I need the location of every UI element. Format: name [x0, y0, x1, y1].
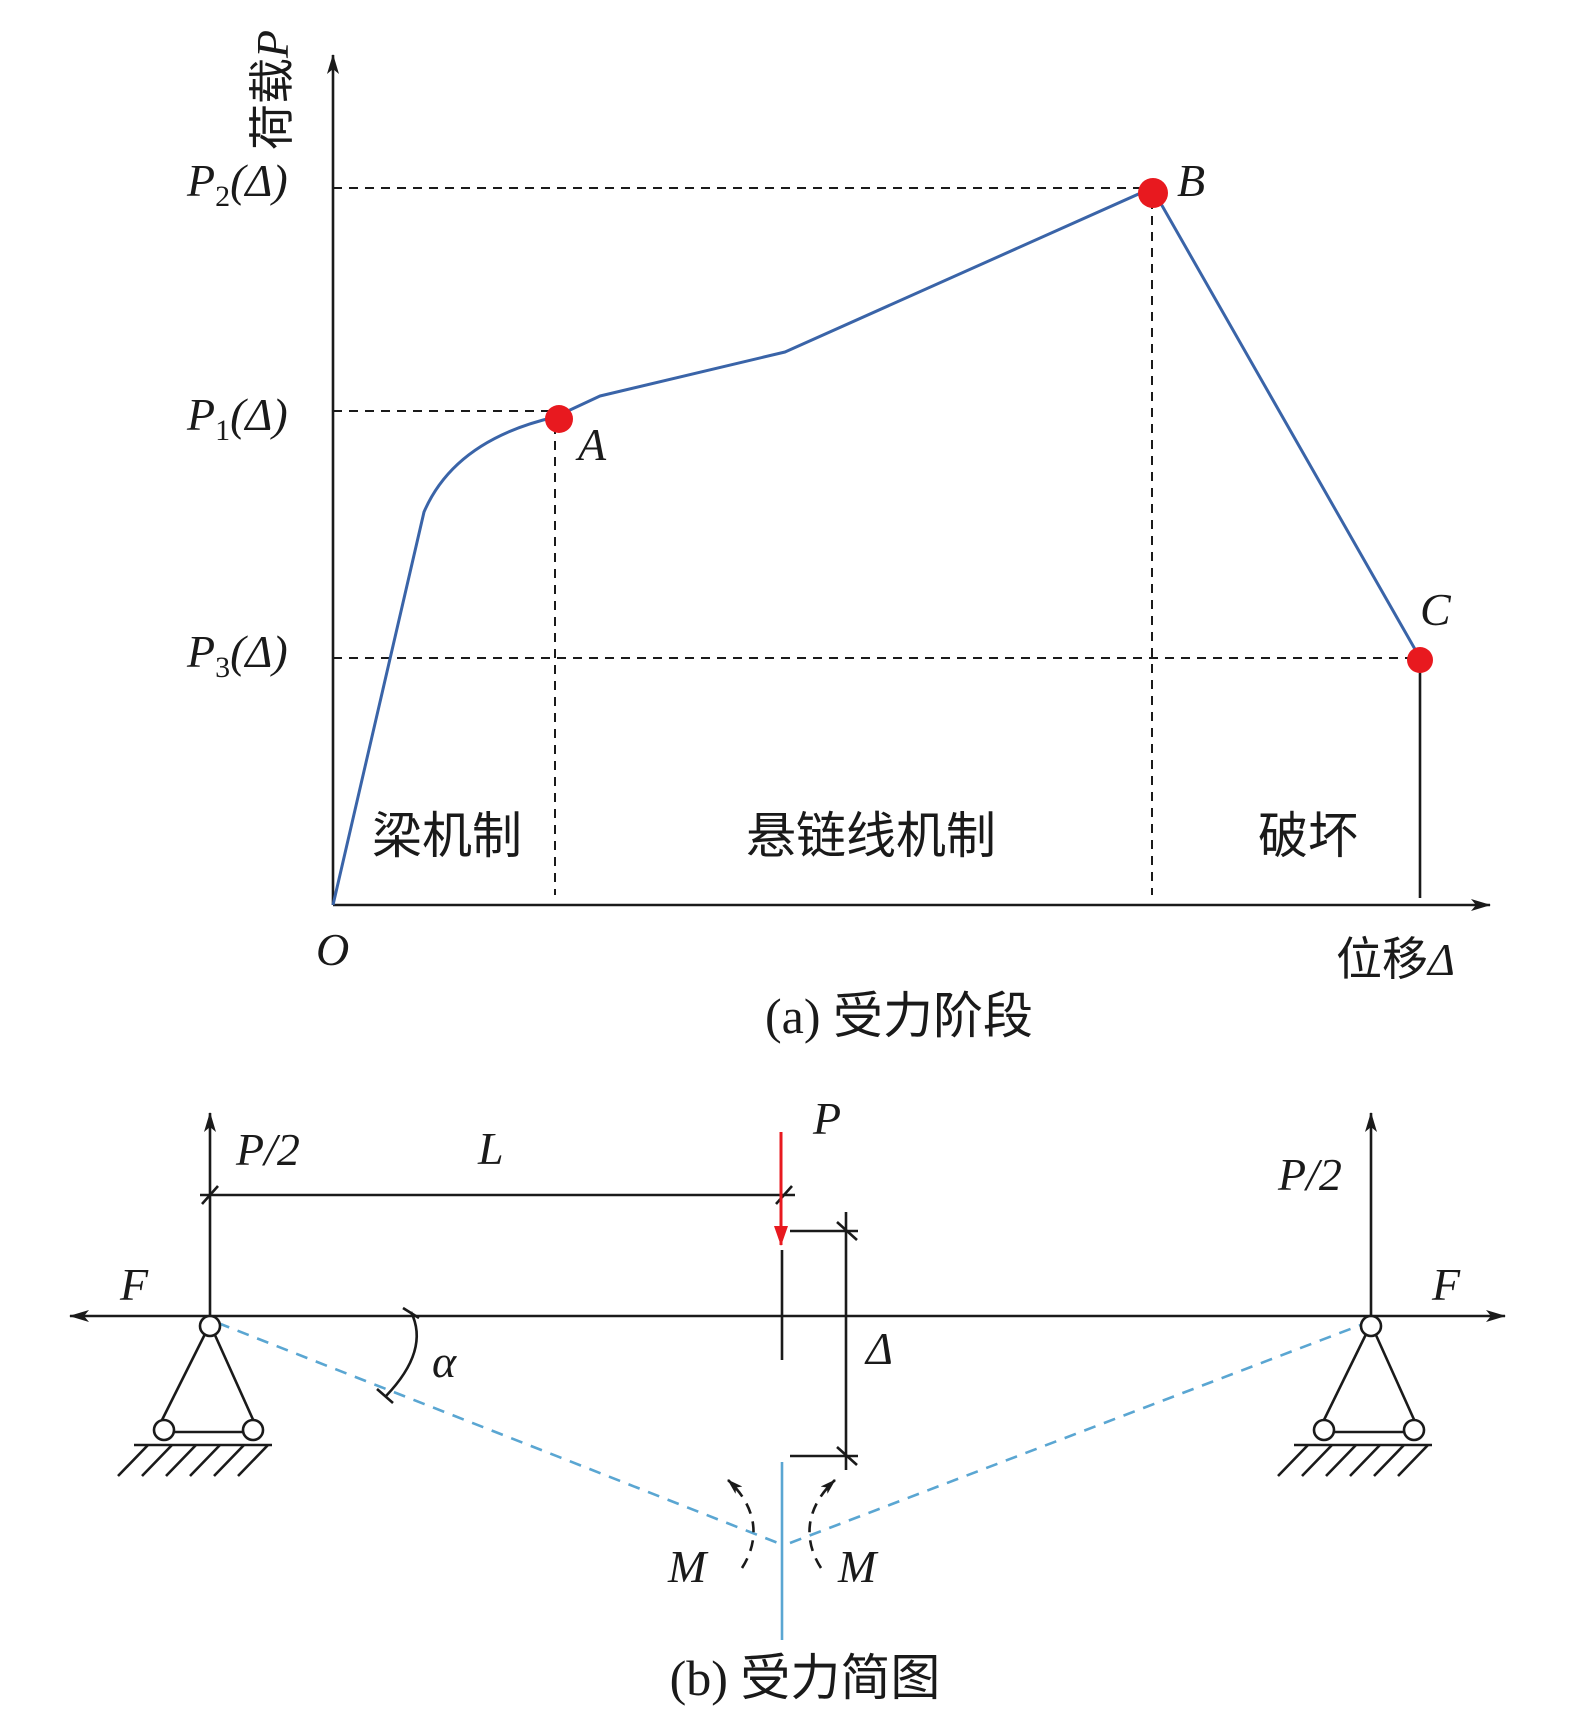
y-tick-p3: P3(Δ)	[186, 626, 288, 684]
load-label: P	[812, 1093, 841, 1144]
caption-a: (a) 受力阶段	[765, 988, 1033, 1044]
y-tick-p1: P1(Δ)	[186, 389, 288, 447]
moment-right-arrow	[808, 1479, 836, 1569]
load-displacement-chart: A B C P2(Δ) P1(Δ) P3(Δ) 荷载P 位移Δ O 梁机制 悬链…	[186, 30, 1491, 1044]
point-a-label: A	[575, 419, 607, 470]
y-tick-p2: P2(Δ)	[186, 155, 288, 213]
angle-arc	[385, 1311, 419, 1397]
force-diagram: P P/2 P/2 L F F α Δ M M (b) 受力简图	[69, 1093, 1506, 1706]
angle-label: α	[432, 1336, 457, 1387]
moment-right-label: M	[837, 1541, 879, 1592]
y-axis-title: 荷载P	[247, 30, 298, 150]
caption-b: (b) 受力简图	[670, 1650, 941, 1706]
point-b-marker	[1138, 178, 1168, 208]
span-tick-right	[775, 1185, 793, 1205]
stage-failure: 破坏	[1258, 808, 1358, 864]
moment-left-arrow	[727, 1479, 755, 1569]
reaction-left-label: P/2	[235, 1124, 300, 1175]
point-c-label: C	[1420, 584, 1452, 635]
point-a-marker	[545, 405, 573, 433]
load-displacement-curve	[331, 186, 1422, 906]
deformed-left	[217, 1321, 779, 1545]
force-left-label: F	[119, 1259, 149, 1310]
span-label: L	[477, 1123, 504, 1174]
left-pin-support	[117, 1314, 272, 1477]
right-pin-support	[1277, 1314, 1432, 1477]
span-tick-left	[201, 1185, 219, 1205]
angle-tick-top	[402, 1306, 420, 1320]
point-c-marker	[1407, 647, 1433, 673]
deflection-label: Δ	[864, 1323, 893, 1374]
force-right-label: F	[1431, 1259, 1461, 1310]
deformed-right	[789, 1321, 1367, 1545]
angle-tick-bottom	[376, 1388, 394, 1404]
deflection-tick-bottom	[836, 1446, 858, 1466]
deflection-tick-top	[836, 1221, 858, 1241]
point-b-label: B	[1177, 155, 1205, 206]
origin-label: O	[316, 924, 349, 975]
x-axis-title: 位移Δ	[1336, 934, 1455, 985]
stage-catenary-mechanism: 悬链线机制	[746, 808, 996, 864]
reaction-right-label: P/2	[1277, 1149, 1342, 1200]
stage-beam-mechanism: 梁机制	[372, 808, 522, 864]
moment-left-label: M	[667, 1541, 709, 1592]
